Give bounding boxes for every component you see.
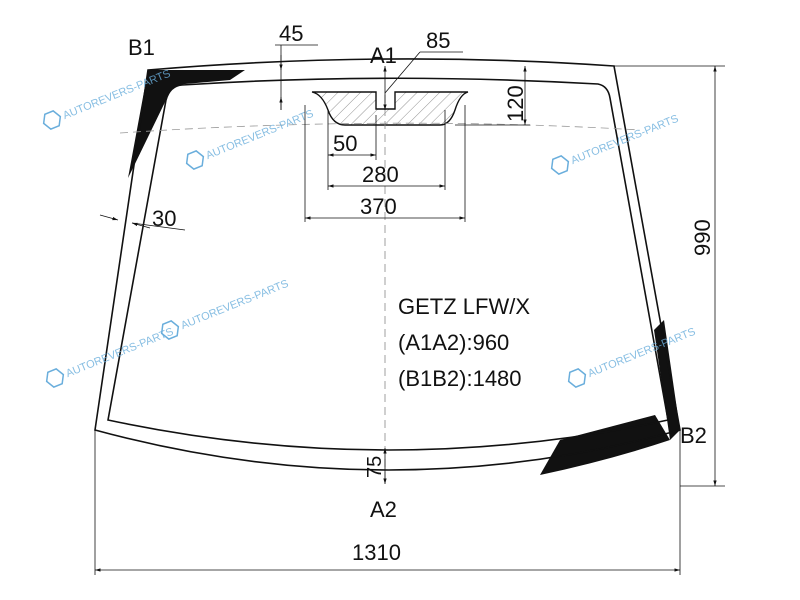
dim-bottom-band: 75 xyxy=(364,456,386,478)
watermark-logo-icon xyxy=(567,368,587,388)
spec-a1a2: (A1A2):960 xyxy=(398,330,509,355)
watermark-logo-icon xyxy=(185,150,205,170)
watermark-logo-icon xyxy=(42,110,62,130)
dim-side-band: 30 xyxy=(152,206,176,231)
dim-notch-width: 50 xyxy=(333,131,357,156)
point-b1-label: B1 xyxy=(128,35,155,60)
svg-text:AUTOREVERS-PARTS: AUTOREVERS-PARTS xyxy=(204,108,315,162)
dim-total-height: 990 xyxy=(690,219,715,256)
visible-area-line xyxy=(119,122,641,134)
spec-b1b2: (B1B2):1480 xyxy=(398,366,522,391)
watermark-logo-icon xyxy=(45,368,65,388)
dim-sensor-height: 120 xyxy=(503,85,528,122)
watermark: AUTOREVERS-PARTS xyxy=(567,326,697,388)
point-a1-label: A1 xyxy=(370,43,397,68)
model-title: GETZ LFW/X xyxy=(398,294,530,319)
dim-sensor-outer-width: 370 xyxy=(360,194,397,219)
glass-outer-outline xyxy=(94,58,681,471)
dim-sensor-inner-width: 280 xyxy=(362,162,399,187)
watermark: AUTOREVERS-PARTS xyxy=(185,108,315,170)
dim-total-width: 1310 xyxy=(352,540,401,565)
point-a2-label: A2 xyxy=(370,497,397,522)
dim-top-band: 45 xyxy=(279,21,303,46)
dimension-lines xyxy=(94,44,725,575)
svg-text:AUTOREVERS-PARTS: AUTOREVERS-PARTS xyxy=(179,278,290,332)
watermark-logo-icon xyxy=(160,320,180,340)
svg-text:AUTOREVERS-PARTS: AUTOREVERS-PARTS xyxy=(586,326,697,380)
dim-sensor-notch: 85 xyxy=(426,28,450,53)
svg-text:AUTOREVERS-PARTS: AUTOREVERS-PARTS xyxy=(64,326,175,380)
black-band-right xyxy=(654,320,680,440)
glass-inner-outline xyxy=(107,77,669,451)
svg-text:AUTOREVERS-PARTS: AUTOREVERS-PARTS xyxy=(569,113,680,167)
black-band-top-left xyxy=(128,70,245,178)
sensor-area xyxy=(311,91,469,126)
watermark: AUTOREVERS-PARTS xyxy=(160,278,290,340)
point-b2-label: B2 xyxy=(680,423,707,448)
black-band-bottom-right xyxy=(540,415,670,475)
watermark-logo-icon xyxy=(550,155,570,175)
